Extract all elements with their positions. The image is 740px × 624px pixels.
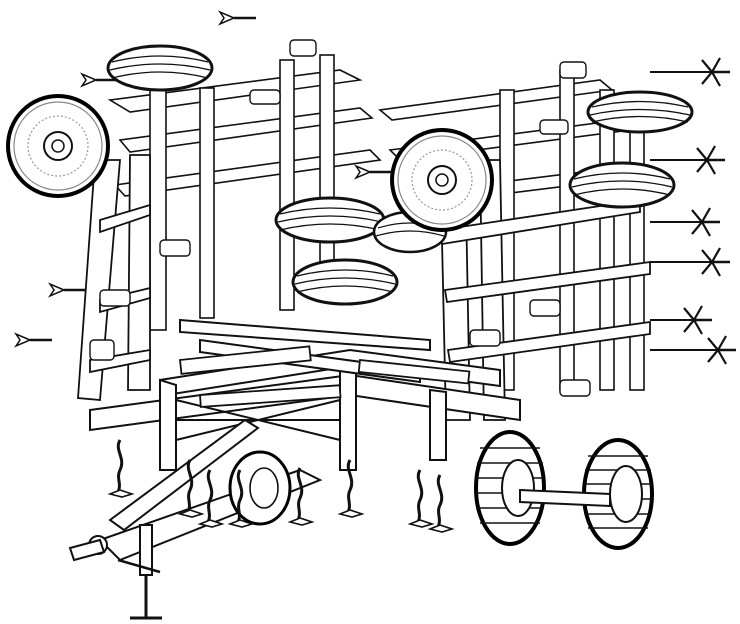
mounting-brackets	[89, 39, 591, 397]
left-wing-side-frame	[77, 154, 151, 401]
wing-gauge-wheels	[106, 44, 694, 306]
transport-wheels	[228, 430, 654, 550]
harrow-tines-right	[650, 56, 738, 366]
folded-wing-wheels	[6, 94, 494, 232]
hitch-tongue	[68, 418, 323, 620]
hydraulic-cylinders	[179, 345, 471, 408]
